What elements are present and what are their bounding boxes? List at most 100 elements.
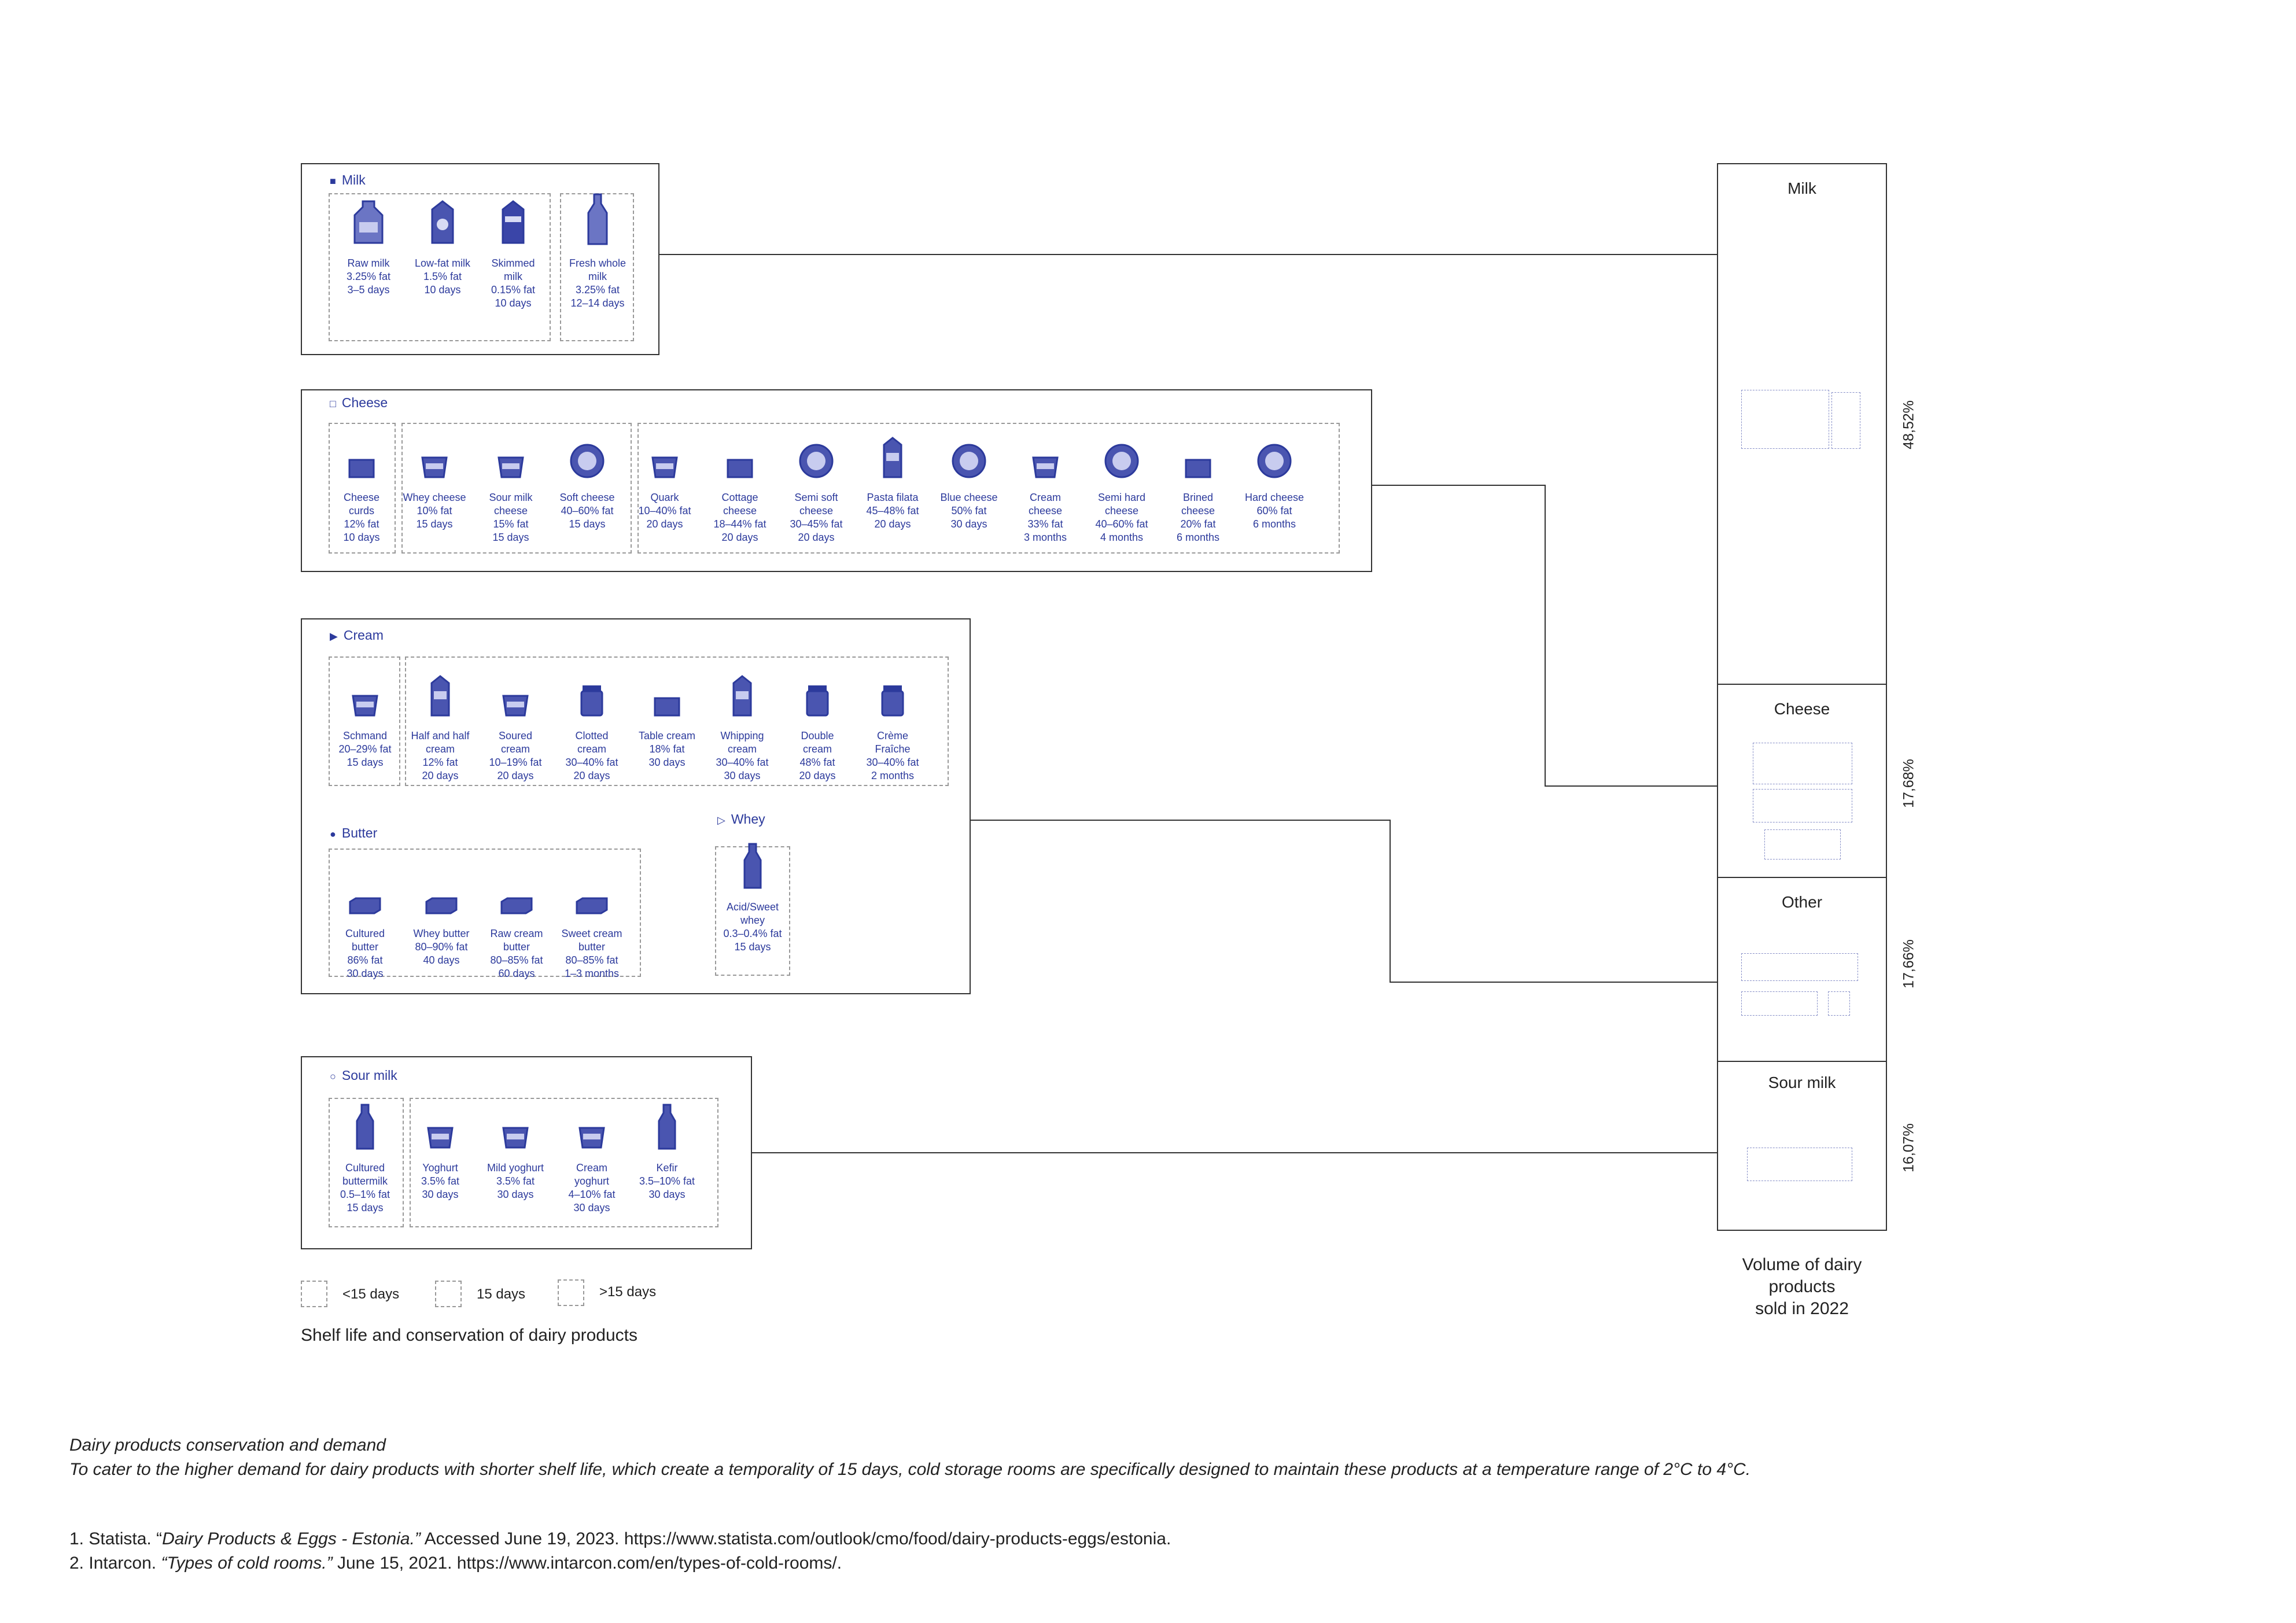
sour-milk-item: Mild yoghurt 3.5% fat 30 days bbox=[478, 1109, 553, 1201]
butter-marker-icon: ● bbox=[330, 828, 336, 840]
cream-marker-icon: ▶ bbox=[330, 630, 338, 642]
connector-other-h1 bbox=[971, 820, 1391, 821]
legend-title: Shelf life and conservation of dairy pro… bbox=[301, 1326, 637, 1345]
volume-section-label: Milk bbox=[1788, 179, 1816, 197]
cheese-item: Blue cheese 50% fat 30 days bbox=[931, 439, 1007, 531]
cheese-title: □Cheese bbox=[330, 395, 388, 410]
cheese-group-15 bbox=[401, 423, 632, 554]
volume-section-other: Other bbox=[1718, 878, 1886, 1062]
connector-cheese-v bbox=[1545, 485, 1546, 787]
butter-item: Cultured butter 86% fat 30 days bbox=[327, 875, 403, 980]
cream-item: Soured cream 10–19% fat 20 days bbox=[478, 677, 553, 783]
cheese-item: Whey cheese 10% fat 15 days bbox=[397, 439, 472, 531]
carton-icon bbox=[883, 437, 902, 478]
cheese-marker-icon: □ bbox=[330, 398, 336, 410]
tub-icon bbox=[352, 695, 378, 717]
cheese-block-icon bbox=[727, 459, 753, 478]
milk-item-fresh-whole: Fresh whole milk 3.25% fat 12–14 days bbox=[560, 193, 635, 310]
cream-group-15 bbox=[329, 656, 400, 786]
bottle-icon bbox=[658, 1104, 676, 1150]
milk-item-raw: Raw milk 3.25% fat 3–5 days bbox=[331, 200, 406, 297]
volume-pct-sour-milk: 16,07% bbox=[1900, 1123, 1917, 1172]
sour-milk-group-long bbox=[410, 1098, 718, 1227]
cream-item: Whipping cream 30–40% fat 30 days bbox=[705, 675, 780, 783]
volume-pct-other: 17,66% bbox=[1900, 939, 1917, 988]
cream-item: Clotted cream 30–40% fat 20 days bbox=[554, 677, 629, 783]
other-thumbnail bbox=[1741, 953, 1858, 981]
cheese-group-long bbox=[637, 423, 1340, 554]
volume-section-label: Cheese bbox=[1774, 700, 1830, 718]
sour-milk-item: Kefir 3.5–10% fat 30 days bbox=[629, 1104, 705, 1201]
carton-icon bbox=[430, 675, 450, 717]
footer-body: To cater to the higher demand for dairy … bbox=[69, 1460, 1751, 1479]
volume-section-milk: Milk bbox=[1718, 164, 1886, 685]
volume-caption: Volume of dairy products sold in 2022 bbox=[1742, 1255, 1862, 1318]
butter-item: Sweet cream butter 80–85% fat 1–3 months bbox=[554, 875, 629, 980]
cheese-wheel-icon bbox=[1104, 444, 1139, 478]
butter-pack-icon bbox=[349, 897, 381, 914]
volume-pct-cheese: 17,68% bbox=[1900, 759, 1917, 808]
milk-panel: ■Milk Raw milk 3.25% fat 3–5 days Low-fa… bbox=[301, 163, 659, 355]
milk-marker-icon: ■ bbox=[330, 175, 336, 187]
volume-section-cheese: Cheese bbox=[1718, 685, 1886, 878]
milk-carton-icon bbox=[431, 200, 454, 244]
legend-eq15-label: 15 days bbox=[477, 1286, 526, 1302]
cream-item: Double cream 48% fat 20 days bbox=[780, 677, 855, 783]
milk-thumbnail bbox=[1831, 392, 1860, 449]
footer-heading: Dairy products conservation and demand bbox=[69, 1436, 386, 1455]
connector-sour-milk bbox=[752, 1152, 1718, 1153]
cheese-item: Semi hard cheese 40–60% fat 4 months bbox=[1084, 439, 1159, 544]
cheese-item: Hard cheese 60% fat 6 months bbox=[1237, 439, 1312, 531]
cream-title: ▶Cream bbox=[330, 628, 384, 643]
other-thumbnail bbox=[1741, 991, 1818, 1016]
whey-marker-icon: ▷ bbox=[717, 814, 725, 826]
milk-item-skimmed: Skimmed milk 0.15% fat 10 days bbox=[476, 200, 551, 310]
butter-pack-icon bbox=[425, 897, 458, 914]
cream-item: Half and half cream 12% fat 20 days bbox=[403, 675, 478, 783]
cheese-item: Cottage cheese 18–44% fat 20 days bbox=[702, 439, 777, 544]
cheese-thumbnail bbox=[1753, 789, 1852, 822]
cheese-item: Brined cheese 20% fat 6 months bbox=[1160, 439, 1236, 544]
cream-item: Table cream 18% fat 30 days bbox=[629, 677, 705, 769]
cheese-item: Cream cheese 33% fat 3 months bbox=[1008, 439, 1083, 544]
butter-pack-icon bbox=[500, 897, 533, 914]
sour-milk-panel: ○Sour milk Cultured buttermilk 0.5–1% fa… bbox=[301, 1056, 752, 1249]
butter-group-long bbox=[329, 849, 641, 977]
milk-thumbnail bbox=[1741, 390, 1829, 449]
sour-milk-marker-icon: ○ bbox=[330, 1071, 336, 1082]
milk-jug-icon bbox=[353, 200, 384, 244]
cheese-item: Sour milk cheese 15% fat 15 days bbox=[473, 439, 548, 544]
cheese-item: Cheese curds 12% fat 10 days bbox=[324, 439, 399, 544]
volume-pct-milk: 48,52% bbox=[1900, 400, 1917, 449]
cream-item: Crème Fraîche 30–40% fat 2 months bbox=[855, 677, 930, 783]
sour-milk-item: Cream yoghurt 4–10% fat 30 days bbox=[554, 1109, 629, 1215]
tub-icon bbox=[502, 1127, 529, 1149]
butter-pack-icon bbox=[576, 897, 608, 914]
cheese-thumbnail bbox=[1753, 743, 1852, 784]
connector-cheese-h2 bbox=[1545, 785, 1718, 787]
butter-item: Raw cream butter 80–85% fat 60 days bbox=[479, 875, 554, 980]
butter-title: ●Butter bbox=[330, 825, 378, 840]
milk-group-short bbox=[329, 193, 551, 341]
tub-icon bbox=[578, 1127, 605, 1149]
cheese-wheel-icon bbox=[799, 444, 834, 478]
cheese-item: Semi soft cheese 30–45% fat 20 days bbox=[779, 439, 854, 544]
tub-icon bbox=[502, 695, 529, 717]
jar-icon bbox=[881, 685, 904, 717]
volume-column: Milk Cheese Other Sour milk bbox=[1717, 163, 1887, 1231]
legend-eq15-swatch bbox=[435, 1281, 462, 1307]
cheese-block-icon bbox=[1185, 459, 1211, 478]
cheese-item: Quark 10–40% fat 20 days bbox=[627, 439, 702, 531]
sour-milk-title: ○Sour milk bbox=[330, 1068, 397, 1083]
tub-icon bbox=[497, 456, 524, 478]
connector-milk bbox=[659, 254, 1718, 255]
butter-item: Whey butter 80–90% fat 40 days bbox=[404, 875, 479, 967]
milk-carton-icon bbox=[502, 200, 525, 244]
legend-gt15-swatch bbox=[558, 1279, 584, 1306]
connector-other-v bbox=[1390, 820, 1391, 983]
milk-title: ■Milk bbox=[330, 172, 366, 187]
bottle-icon bbox=[356, 1104, 374, 1150]
milk-item-lowfat: Low-fat milk 1.5% fat 10 days bbox=[405, 200, 480, 297]
volume-section-sour-milk: Sour milk bbox=[1718, 1062, 1886, 1232]
